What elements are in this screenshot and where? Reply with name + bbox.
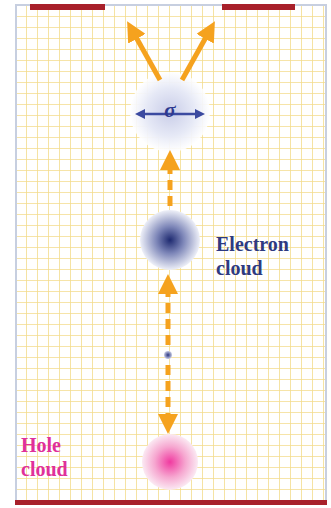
electron-cloud-label: Electron cloud: [216, 232, 320, 280]
sigma-symbol: σ: [163, 100, 177, 121]
hole-cloud-label: Hole cloud: [21, 433, 95, 481]
